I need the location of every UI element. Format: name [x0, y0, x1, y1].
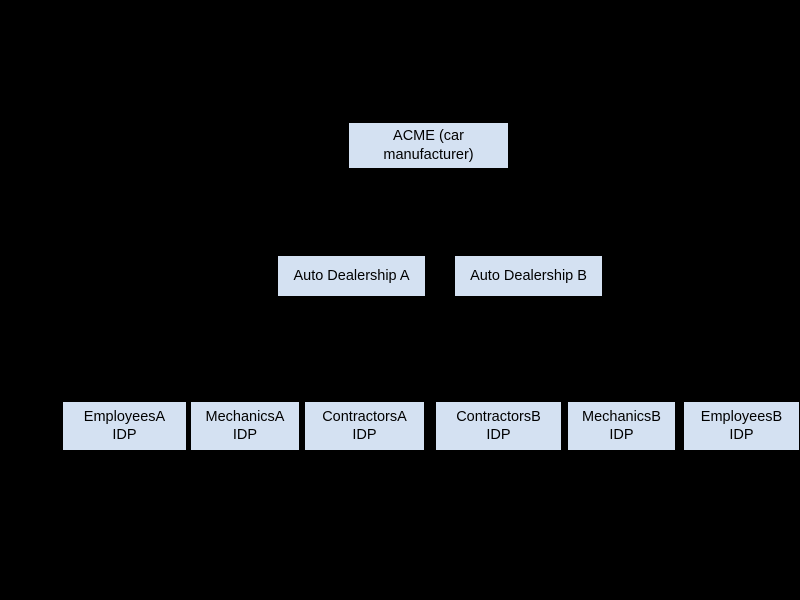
connector-dealer-b-to-contractors-b	[498, 296, 529, 402]
node-acme-root[interactable]: ACME (car manufacturer)	[349, 123, 508, 168]
connector-dealer-a-to-employees-a	[124, 296, 352, 402]
node-mechanics-b-idp[interactable]: MechanicsB IDP	[568, 402, 675, 450]
connector-root-to-dealer-a	[351, 168, 429, 256]
node-contractors-b-idp[interactable]: ContractorsB IDP	[436, 402, 561, 450]
connector-root-to-dealer-b	[428, 168, 529, 256]
node-mechanics-a-idp[interactable]: MechanicsA IDP	[191, 402, 299, 450]
node-auto-dealership-a[interactable]: Auto Dealership A	[278, 256, 425, 296]
node-auto-dealership-b[interactable]: Auto Dealership B	[455, 256, 602, 296]
connector-dealer-a-to-mechanics-a	[245, 296, 352, 402]
connector-dealer-a-to-contractors-a	[351, 296, 365, 402]
connector-dealer-b-to-mechanics-b	[528, 296, 622, 402]
connector-dealer-b-to-employees-b	[528, 296, 742, 402]
node-contractors-a-idp[interactable]: ContractorsA IDP	[305, 402, 424, 450]
node-employees-a-idp[interactable]: EmployeesA IDP	[63, 402, 186, 450]
node-employees-b-idp[interactable]: EmployeesB IDP	[684, 402, 799, 450]
